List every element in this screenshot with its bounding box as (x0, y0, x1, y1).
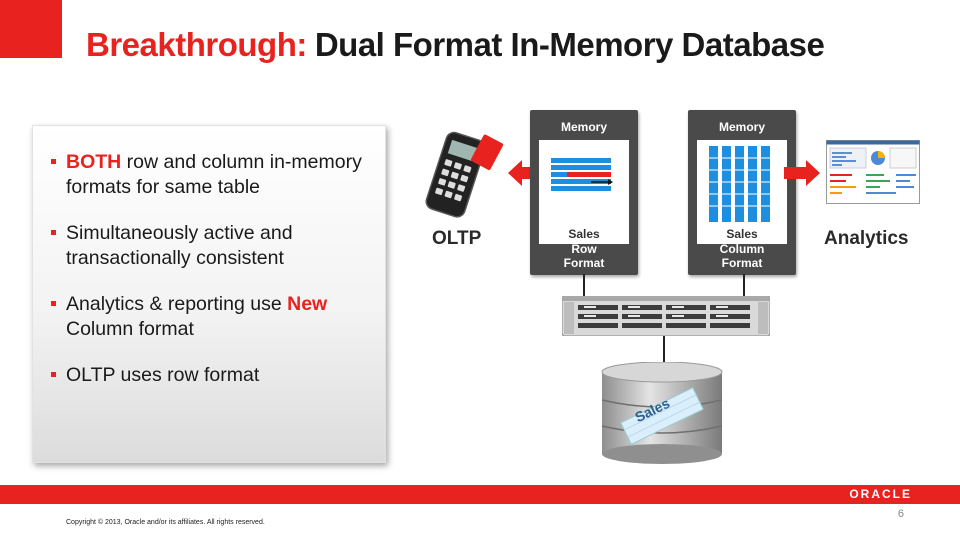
oracle-logo: ORACLE (849, 487, 912, 501)
row-table-icon (551, 158, 613, 191)
bullet-text: OLTP uses row format (66, 364, 260, 386)
bullet-list: BOTH row and column in-memory formats fo… (51, 150, 371, 409)
title-highlight: Breakthrough: (86, 26, 307, 63)
bullet-text: Column format (66, 318, 194, 340)
slide-title: Breakthrough:Dual Format In-Memory Datab… (86, 26, 825, 64)
bullet-box: BOTH row and column in-memory formats fo… (32, 125, 386, 463)
row-format-panel: Memory Sales Row Format (530, 110, 638, 275)
database-icon (601, 362, 723, 464)
database: Sales (600, 362, 724, 466)
copyright-text: Copyright © 2013, Oracle and/or its affi… (66, 519, 265, 526)
bullet-item: BOTH row and column in-memory formats fo… (51, 150, 371, 200)
format-line: Format (721, 256, 763, 270)
bullet-text: Analytics & reporting use (66, 293, 288, 315)
analytics-dashboard-icon (826, 140, 920, 204)
panel-format-label: Row Format (530, 242, 638, 270)
title-rest: Dual Format In-Memory Database (314, 26, 825, 63)
panel-table-area: Sales (539, 140, 629, 244)
footer-bar (0, 485, 960, 504)
format-line: Column (719, 242, 765, 256)
column-format-panel: Memory Sales Column Format (688, 110, 796, 275)
connector-lines (583, 274, 745, 366)
server-icon (562, 296, 770, 336)
arrow-left-icon (508, 160, 544, 186)
corner-accent (0, 0, 62, 58)
bullet-strong: New (287, 293, 328, 315)
format-line: Format (563, 256, 605, 270)
format-line: Row (571, 242, 597, 256)
oltp-label: OLTP (432, 228, 482, 249)
arrow-right-icon (784, 160, 820, 186)
bullet-item: OLTP uses row format (51, 363, 371, 388)
panel-table-area: Sales (697, 140, 787, 244)
bullet-item: Analytics & reporting use New Column for… (51, 292, 371, 342)
page-number: 6 (897, 508, 904, 520)
panel-table-label: Sales (726, 227, 758, 241)
panel-title: Memory (718, 120, 765, 134)
panel-table-label: Sales (568, 227, 600, 241)
payment-terminal-icon (425, 131, 504, 218)
column-table-icon (709, 146, 771, 222)
panel-title: Memory (560, 120, 607, 134)
bullet-item: Simultaneously active and transactionall… (51, 221, 371, 271)
bullet-text: row and column in-memory formats for sam… (66, 151, 362, 198)
bullet-strong: BOTH (66, 151, 122, 173)
bullet-text: Simultaneously active and transactionall… (66, 222, 293, 269)
analytics-label: Analytics (824, 228, 909, 249)
panel-format-label: Column Format (688, 242, 796, 270)
